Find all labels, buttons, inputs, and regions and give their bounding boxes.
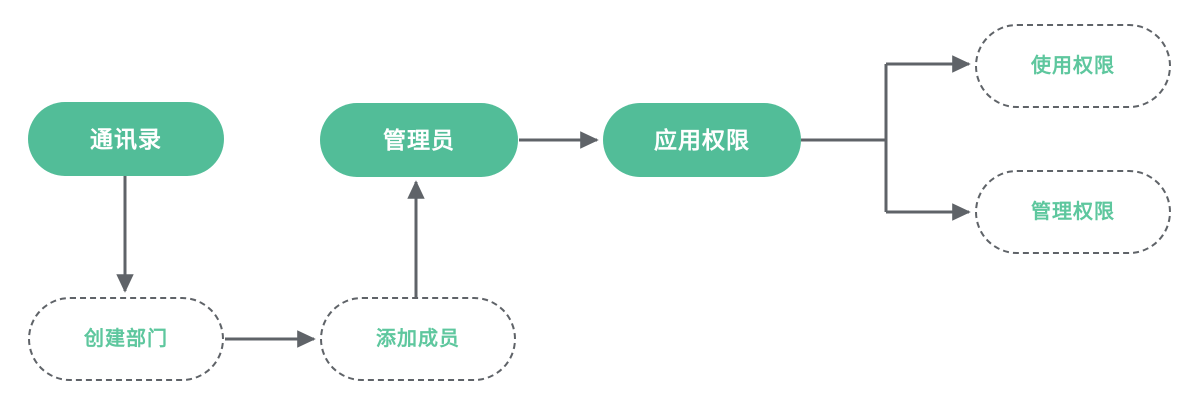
- node-contacts[interactable]: 通讯录: [28, 102, 224, 176]
- node-contacts-label: 通讯录: [90, 125, 162, 152]
- node-app-permission[interactable]: 应用权限: [603, 103, 801, 177]
- node-add-member[interactable]: 添加成员: [320, 297, 516, 381]
- node-usage-permission-label: 使用权限: [1031, 55, 1115, 77]
- node-add-member-label: 添加成员: [376, 328, 460, 350]
- node-usage-permission[interactable]: 使用权限: [975, 24, 1171, 108]
- node-manage-permission-label: 管理权限: [1031, 201, 1115, 223]
- edge-app-permission-branch-trunk: [801, 64, 888, 212]
- node-administrator-label: 管理员: [383, 126, 455, 153]
- node-create-department[interactable]: 创建部门: [28, 297, 224, 381]
- node-manage-permission[interactable]: 管理权限: [975, 170, 1171, 254]
- node-administrator[interactable]: 管理员: [320, 103, 518, 177]
- node-app-permission-label: 应用权限: [654, 126, 750, 153]
- node-create-department-label: 创建部门: [84, 328, 168, 350]
